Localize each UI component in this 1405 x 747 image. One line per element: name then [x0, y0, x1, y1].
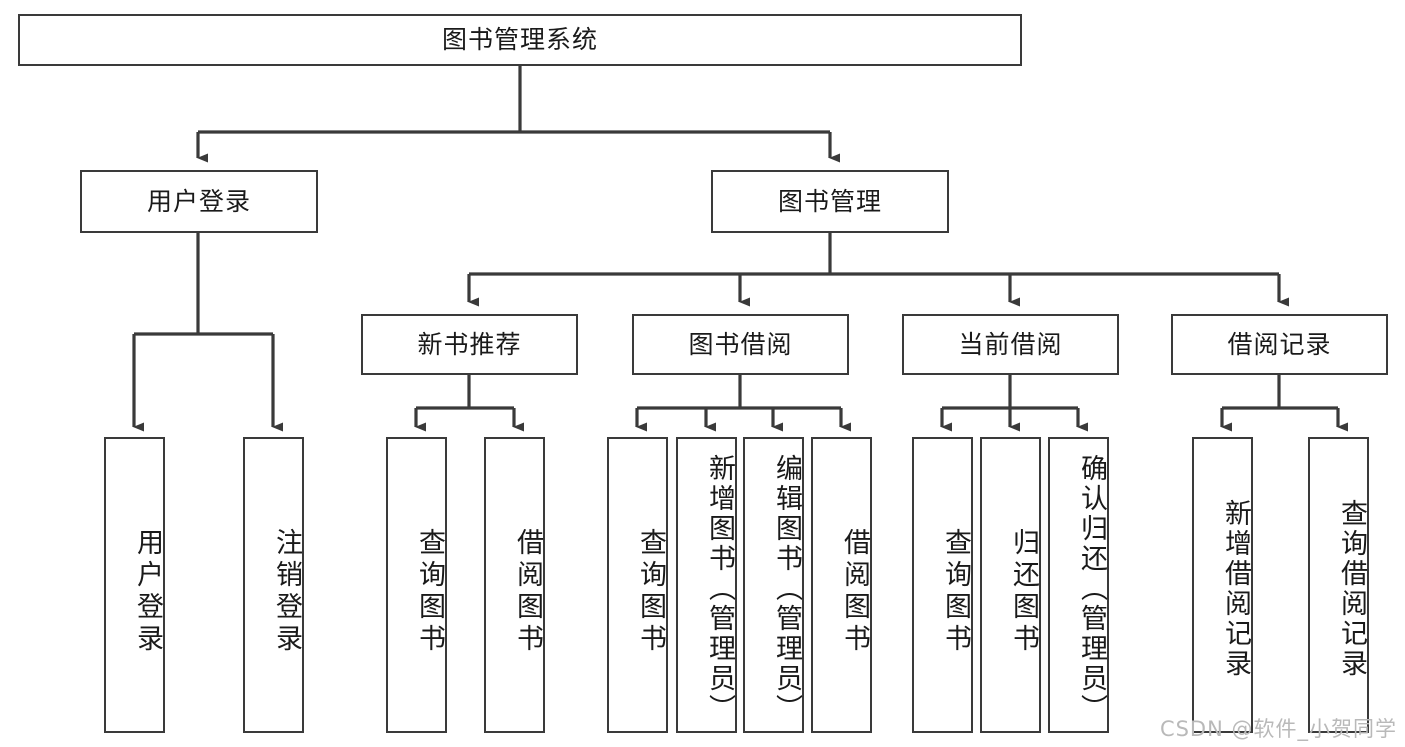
leaf-book-borrow-borrow[interactable]: 借阅图书 [811, 437, 872, 733]
leaf-current-borrow-confirm[interactable]: 确认归还（管理员） [1048, 437, 1109, 733]
leaf-label: 新增图书（管理员） [704, 454, 735, 724]
node-new-book-recommend[interactable]: 新书推荐 [361, 314, 578, 375]
leaf-label: 借阅图书 [839, 528, 870, 656]
leaf-label: 用户登录 [132, 528, 163, 656]
watermark: CSDN @软件_小贺同学 [1159, 717, 1397, 741]
leaf-borrow-record-add[interactable]: 新增借阅记录 [1192, 437, 1253, 733]
leaf-label: 确认归还（管理员） [1076, 454, 1107, 724]
leaf-book-borrow-edit[interactable]: 编辑图书（管理员） [743, 437, 804, 733]
leaf-borrow-record-query[interactable]: 查询借阅记录 [1308, 437, 1369, 733]
node-root[interactable]: 图书管理系统 [18, 14, 1022, 66]
leaf-label: 查询图书 [414, 528, 445, 656]
leaf-label: 注销登录 [271, 528, 302, 656]
leaf-label: 查询图书 [940, 528, 971, 656]
leaf-label: 查询图书 [635, 528, 666, 656]
leaf-user-login-login[interactable]: 用户登录 [104, 437, 165, 733]
leaf-current-borrow-return[interactable]: 归还图书 [980, 437, 1041, 733]
node-book-borrow[interactable]: 图书借阅 [632, 314, 849, 375]
node-book-management[interactable]: 图书管理 [711, 170, 949, 233]
leaf-label: 编辑图书（管理员） [771, 454, 802, 724]
leaf-current-borrow-query[interactable]: 查询图书 [912, 437, 973, 733]
leaf-new-book-borrow[interactable]: 借阅图书 [484, 437, 545, 733]
leaf-user-login-logout[interactable]: 注销登录 [243, 437, 304, 733]
leaf-book-borrow-query[interactable]: 查询图书 [607, 437, 668, 733]
leaf-label: 新增借阅记录 [1220, 499, 1251, 679]
leaf-new-book-query[interactable]: 查询图书 [386, 437, 447, 733]
node-user-login[interactable]: 用户登录 [80, 170, 318, 233]
node-borrow-record[interactable]: 借阅记录 [1171, 314, 1388, 375]
leaf-book-borrow-add[interactable]: 新增图书（管理员） [676, 437, 737, 733]
leaf-label: 借阅图书 [512, 528, 543, 656]
node-current-borrow[interactable]: 当前借阅 [902, 314, 1119, 375]
leaf-label: 查询借阅记录 [1336, 499, 1367, 679]
leaf-label: 归还图书 [1008, 528, 1039, 656]
